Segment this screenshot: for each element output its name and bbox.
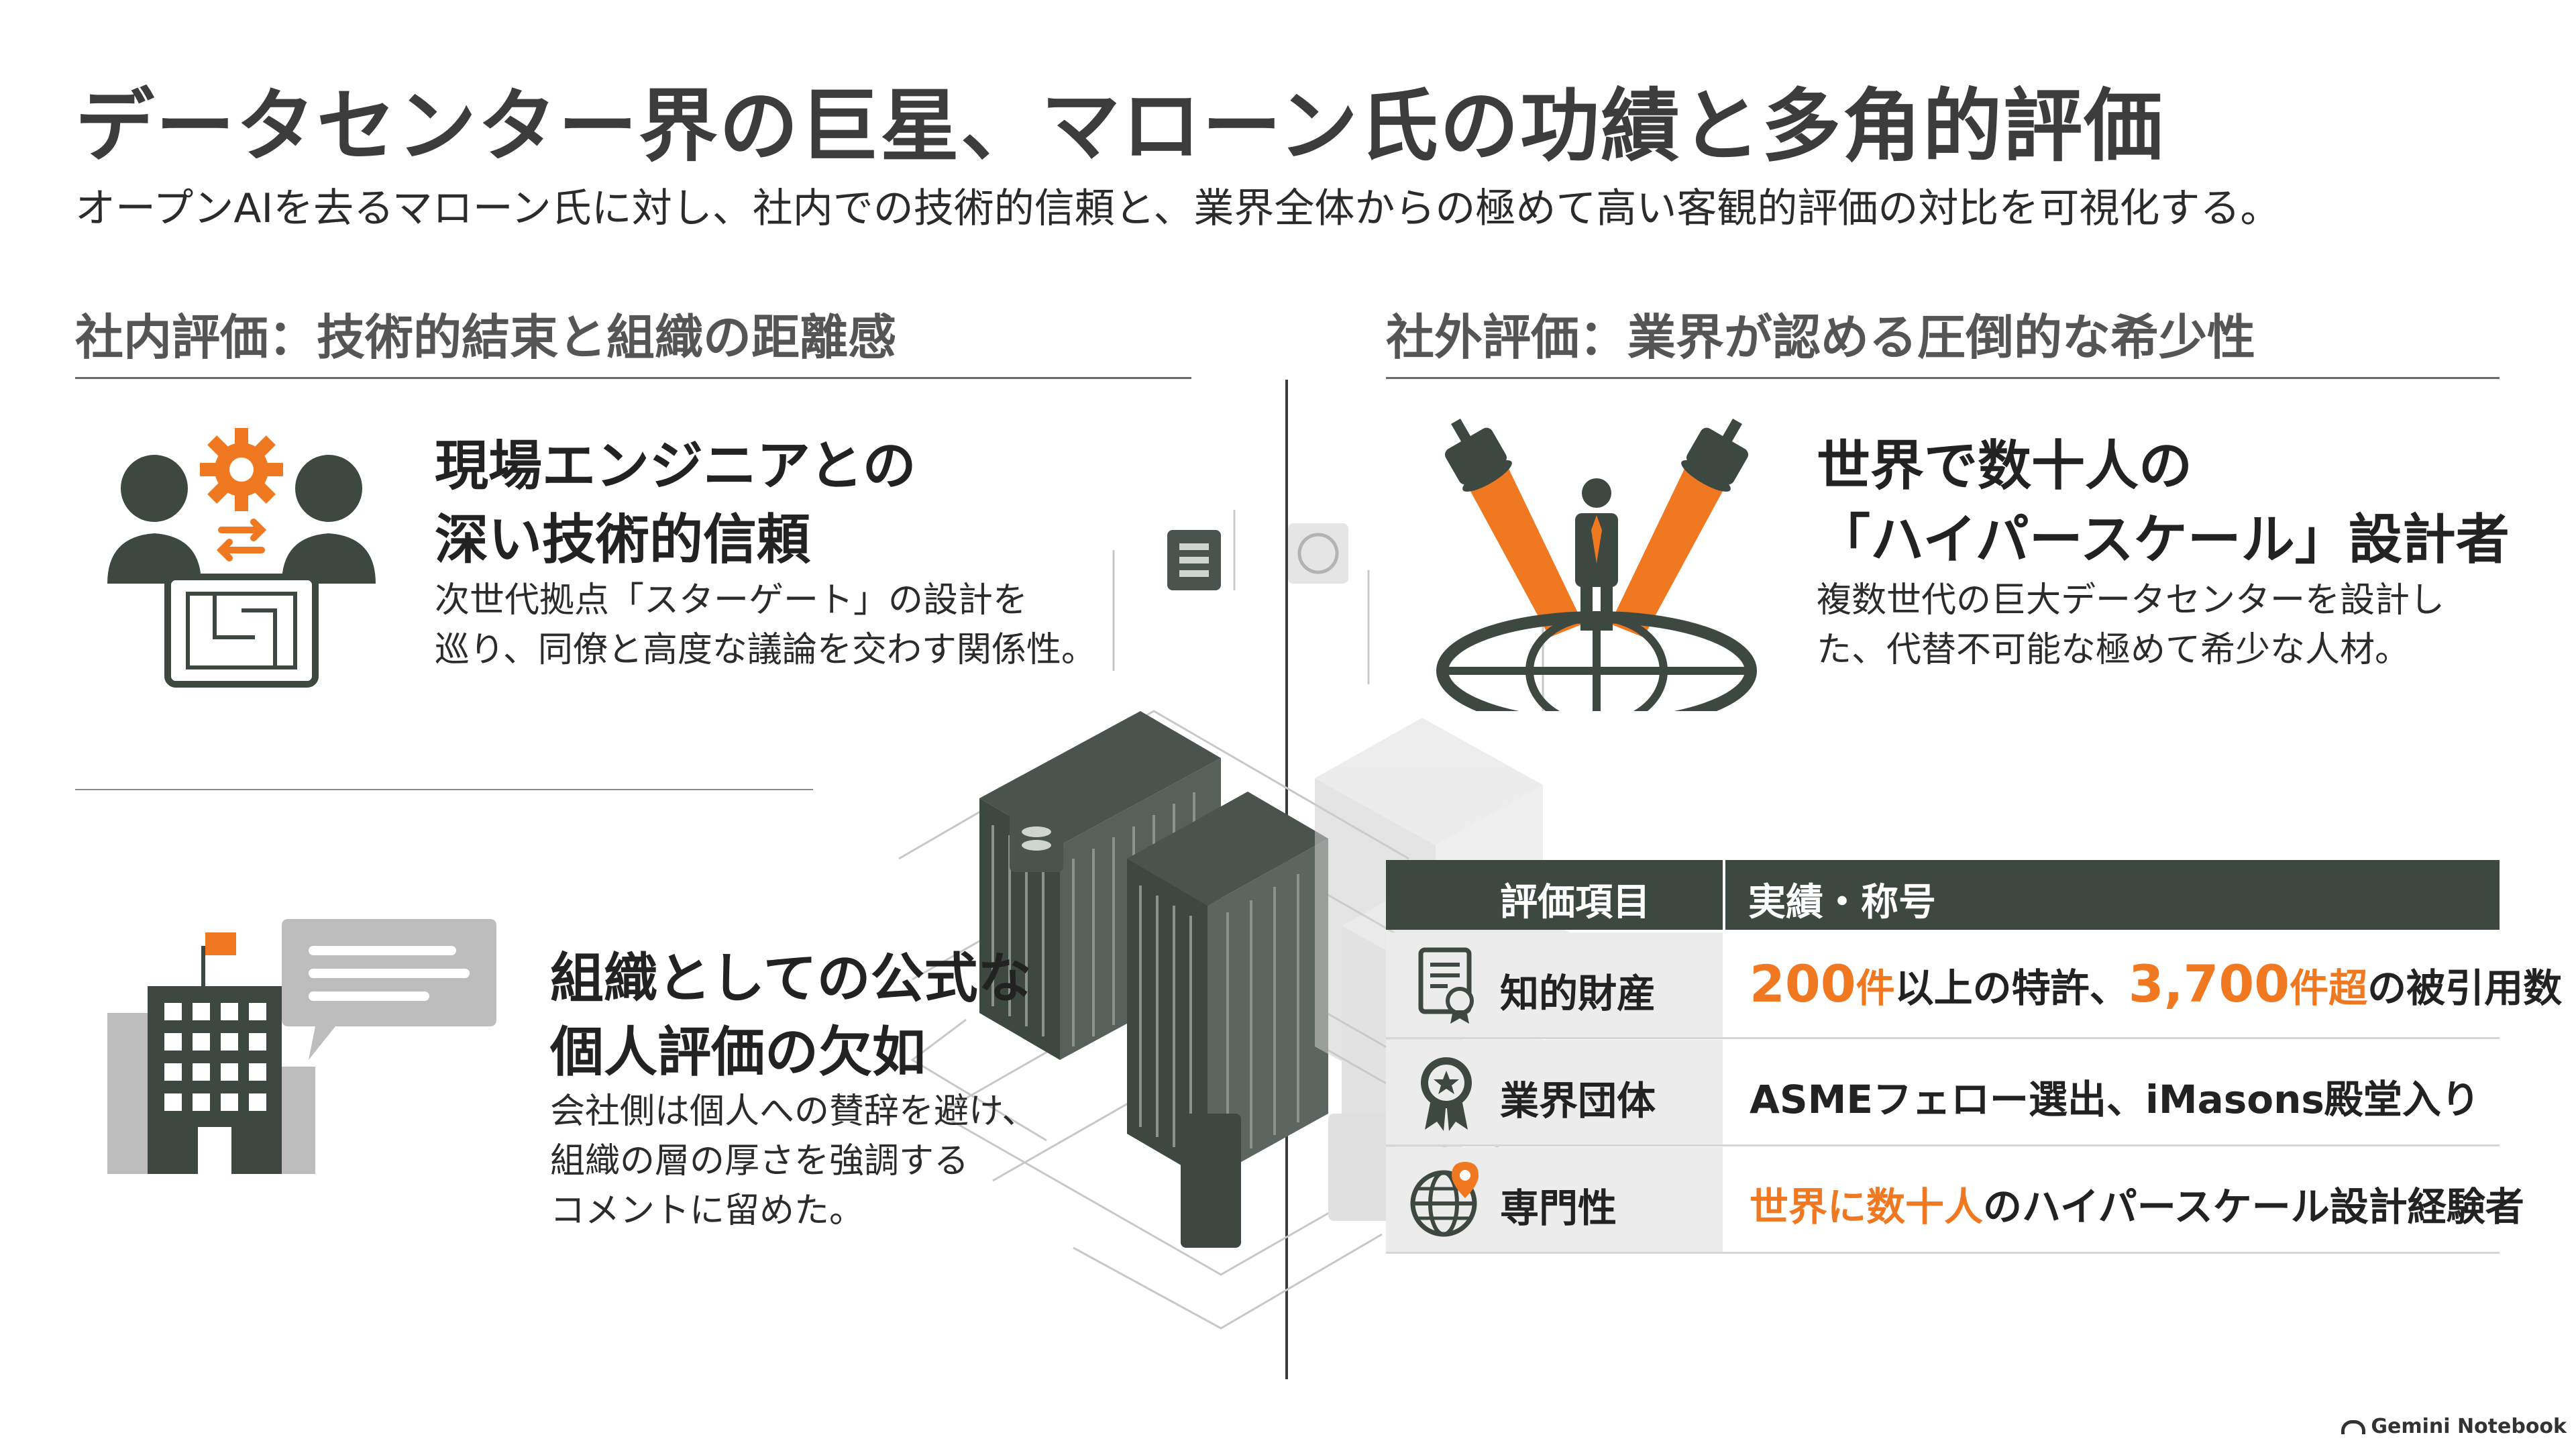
right-section-heading: 社外評価：業界が認める圧倒的な希少性 [1386,309,2256,366]
left-card1-body-line2: 巡り、同僚と高度な議論を交わす関係性。 [435,630,1096,670]
patent-unit: 件 [1856,965,1895,1011]
table-row-ip-label-cell: 知的財産 [1386,932,1723,1037]
patent-count: 200 [1750,954,1856,1014]
table-row-expertise-label-cell: 専門性 [1386,1147,1723,1252]
table-row-expertise-value: 世界に数十人のハイパースケール設計経験者 [1750,1175,2524,1232]
table-row-ip-label: 知的財産 [1500,971,1656,1016]
footer-brand: Gemini Notebook [2341,1415,2567,1438]
citation-text: の被引用数 [2367,965,2563,1011]
left-card1-body: 次世代拠点「スターゲート」の設計を 巡り、同僚と高度な議論を交わす関係性。 [435,576,1096,675]
left-section-heading: 社内評価：技術的結束と組織の距離感 [75,309,897,366]
page-subtitle: オープンAIを去るマローン氏に対し、社内での技術的信頼と、業界全体からの極めて高… [75,185,2281,232]
left-card2-body-line3: コメントに留めた。 [550,1191,865,1231]
left-section-divider [75,377,1191,379]
left-card1-title: 現場エンジニアとの 深い技術的信頼 [435,429,916,577]
table-row-industry-value-cell: ASMEフェロー選出、iMasons殿堂入り [1725,1040,2500,1144]
table-row-industry-value: ASMEフェロー選出、iMasons殿堂入り [1750,1077,2480,1122]
left-card1-body-line1: 次世代拠点「スターゲート」の設計を [435,580,1028,621]
citation-count: 3,700 [2128,954,2290,1014]
left-card2-title: 組織としての公式な 個人評価の欠如 [550,942,1032,1089]
table-row-industry-label: 業界団体 [1500,1078,1656,1124]
right-card-body-line2: た、代替不可能な極めて希少な人材。 [1817,630,2410,670]
building-speech-icon [107,912,510,1181]
right-card-title-line1: 世界で数十人の [1817,435,2192,497]
spotlight-person-globe-icon [1415,402,1778,711]
table-row-divider [1386,1252,2500,1254]
table-row-divider [1386,1144,2500,1146]
right-card-body-line1: 複数世代の巨大データセンターを設計し [1817,580,2445,621]
evaluation-table-header: 評価項目 実績・称号 [1386,860,2500,930]
footer-brand-text: Gemini Notebook [2371,1415,2567,1438]
table-header-achievement: 実績・称号 [1748,881,1936,924]
table-row-expertise-value-cell: 世界に数十人のハイパースケール設計経験者 [1725,1147,2524,1252]
expertise-text: のハイパースケール設計経験者 [1983,1184,2524,1230]
citation-unit: 件超 [2290,965,2368,1011]
table-row-divider [1386,1037,2500,1039]
left-card2-body-line1: 会社側は個人への賛辞を避け、 [550,1091,1037,1132]
left-card1-title-line2: 深い技術的信頼 [435,508,810,571]
patent-text: 以上の特許、 [1894,965,2129,1011]
left-card1-title-line1: 現場エンジニアとの [435,435,916,497]
table-row-expertise-label: 専門性 [1500,1185,1617,1231]
page-title: データセンター界の巨星、マローン氏の功績と多角的評価 [75,80,2165,172]
right-card-title: 世界で数十人の 「ハイパースケール」設計者 [1817,429,2510,577]
table-header-separator [1723,860,1725,930]
right-section-divider [1386,377,2500,379]
left-card-divider [75,789,813,790]
table-row-industry-label-cell: 業界団体 [1386,1040,1723,1144]
left-card2-body-line2: 組織の層の厚さを強調する [550,1141,969,1181]
left-card2-title-line2: 個人評価の欠如 [550,1021,926,1083]
globe-pin-icon [1406,1159,1487,1240]
left-card2-title-line1: 組織としての公式な [550,947,1032,1010]
certificate-icon [1406,945,1487,1025]
table-row-ip-value: 200件以上の特許、3,700件超の被引用数 [1750,954,2562,1014]
gemini-logo-icon [2341,1420,2366,1434]
expertise-highlight: 世界に数十人 [1750,1184,1984,1230]
right-card-body: 複数世代の巨大データセンターを設計し た、代替不可能な極めて希少な人材。 [1817,576,2445,675]
table-header-item: 評価項目 [1500,881,1650,924]
engineers-blueprint-icon [101,416,382,698]
right-card-title-line2: 「ハイパースケール」設計者 [1817,508,2510,571]
table-row-ip-value-cell: 200件以上の特許、3,700件超の被引用数 [1725,932,2562,1037]
left-card2-body: 会社側は個人への賛辞を避け、 組織の層の厚さを強調する コメントに留めた。 [550,1087,1036,1236]
award-medal-icon [1406,1052,1487,1132]
